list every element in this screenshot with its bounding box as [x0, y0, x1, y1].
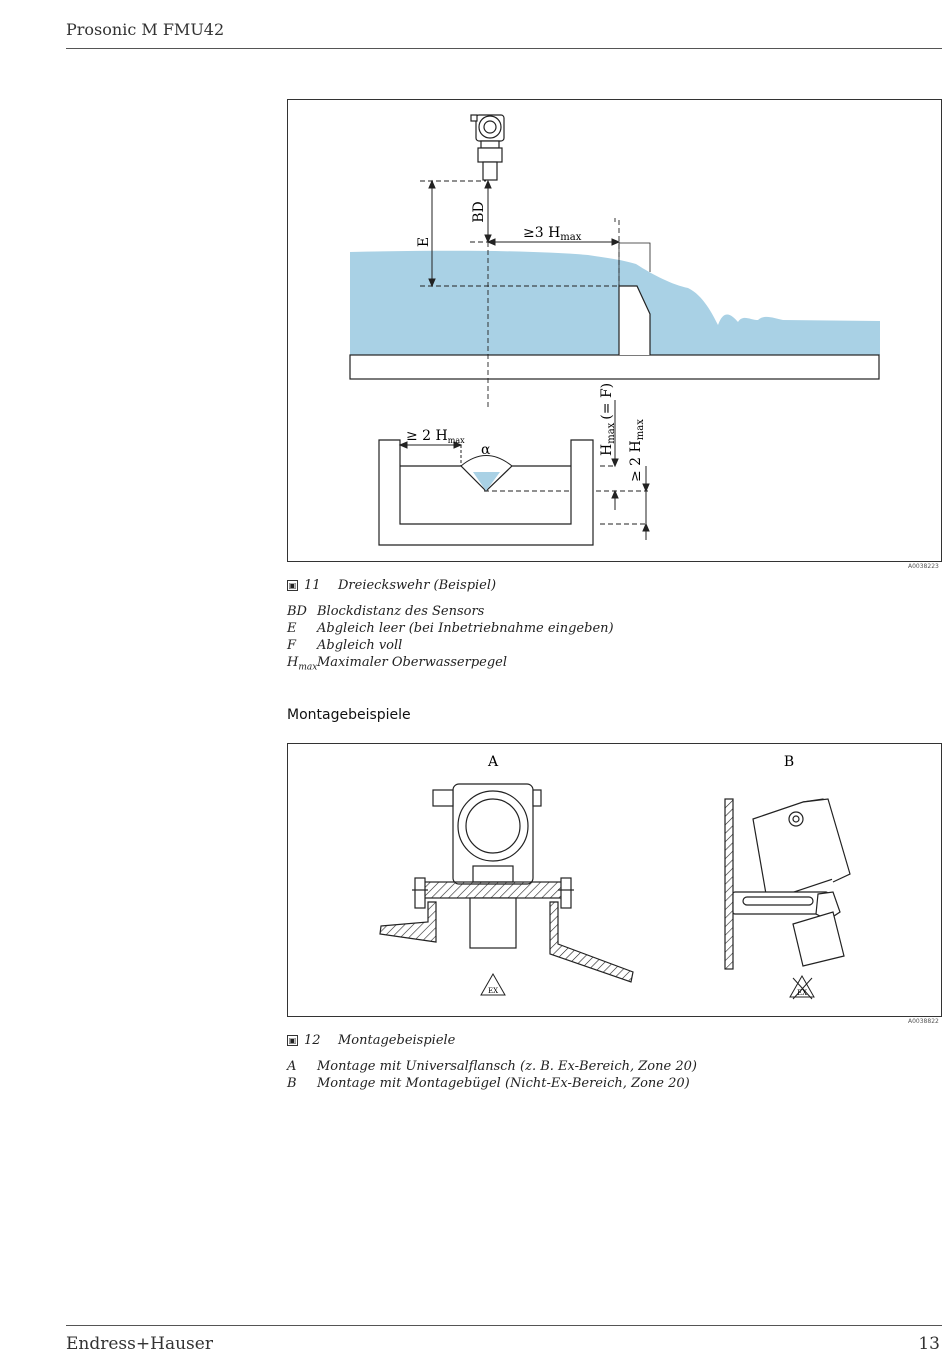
- flange-mount-illustration: [379, 783, 634, 983]
- label-b: B: [784, 754, 794, 770]
- page-number: 13: [918, 1334, 940, 1354]
- label-ge2hmax-width: ≥ 2 Hmax: [406, 428, 465, 445]
- label-bd: BD: [471, 201, 487, 223]
- figure-id: A0038223: [908, 563, 939, 570]
- figure-id: A0038822: [908, 1018, 939, 1025]
- section-title: Montagebeispiele: [287, 707, 411, 723]
- weir-diagram: E BD ≥3 Hmax ≥ 2 Hmax α Hmax(= F) ≥ 2 Hm…: [349, 114, 880, 546]
- label-ge3hmax: ≥3 Hmax: [523, 225, 582, 243]
- dimension-lines: [428, 179, 621, 288]
- figure-icon: ▣: [287, 580, 298, 591]
- figure-mounting-examples: A B EX: [287, 743, 942, 1017]
- bracket-mount-illustration: [724, 798, 851, 970]
- label-ge2hmax-height: ≥ 2 Hmax: [628, 419, 646, 482]
- figure-icon: ▣: [287, 1035, 298, 1046]
- ex-crossed-icon: EX: [789, 974, 815, 1000]
- label-alpha: α: [481, 442, 491, 458]
- mounting-diagram: A B EX: [379, 754, 851, 1000]
- svg-text:EX: EX: [488, 987, 498, 995]
- label-a: A: [487, 754, 499, 770]
- figure-triangular-weir: E BD ≥3 Hmax ≥ 2 Hmax α Hmax(= F) ≥ 2 Hm…: [287, 99, 942, 562]
- weir-wall: [618, 285, 651, 355]
- notch-water: [473, 472, 500, 491]
- alpha-arc: [460, 455, 513, 467]
- svg-text:EX: EX: [797, 989, 807, 997]
- footer-brand: Endress+Hauser: [66, 1334, 213, 1354]
- legend-row: HmaxMaximaler Oberwasserpegel: [287, 655, 508, 673]
- channel-cross-section: [378, 439, 594, 546]
- footer-rule: [66, 1325, 942, 1326]
- dashed-guides: [420, 180, 648, 525]
- label-hmax-f: Hmax(= F): [599, 383, 617, 456]
- channel-base: [349, 354, 880, 380]
- header-rule: [66, 48, 942, 49]
- label-e: E: [416, 237, 432, 247]
- dimension-lines-lower: [398, 400, 650, 540]
- water-body: [350, 250, 880, 355]
- running-header: Prosonic M FMU42: [66, 20, 225, 39]
- ex-triangle-icon: EX: [480, 972, 506, 996]
- sensor-icon: [470, 114, 505, 181]
